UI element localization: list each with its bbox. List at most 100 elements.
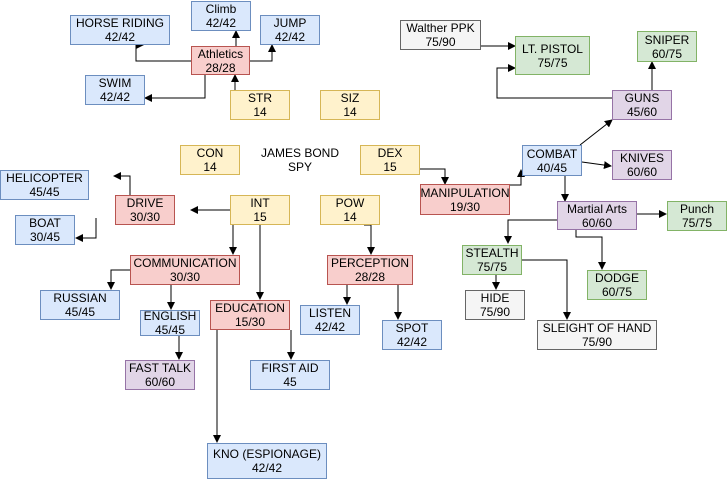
node-guns[interactable]: GUNS 45/60 — [612, 90, 672, 120]
edge-athletics-swim — [144, 75, 206, 102]
node-martial-arts-name: Martial Arts — [566, 201, 627, 216]
node-education[interactable]: EDUCATION 15/30 — [210, 300, 290, 330]
character-role: SPY — [287, 160, 312, 174]
node-spot[interactable]: SPOT 42/42 — [382, 320, 442, 350]
node-lt-pistol[interactable]: LT. PISTOL 75/75 — [515, 36, 590, 75]
node-combat-name: COMBAT — [526, 146, 578, 161]
node-knives-name: KNIVES — [619, 151, 664, 165]
node-dodge[interactable]: DODGE 60/75 — [587, 270, 647, 300]
node-punch-value: 75/75 — [681, 216, 713, 230]
edge-stealth-sleight — [522, 259, 571, 320]
character-name: JAMES BOND — [260, 146, 339, 160]
node-kno-espionage-name: KNO (ESPIONAGE) — [212, 447, 322, 461]
node-listen[interactable]: LISTEN 42/42 — [300, 305, 360, 335]
edge-drive-boat — [75, 218, 97, 242]
node-helicopter[interactable]: HELICOPTER 45/45 — [0, 170, 89, 200]
node-education-name: EDUCATION — [215, 301, 285, 315]
node-helicopter-name: HELICOPTER — [6, 171, 83, 185]
node-hide[interactable]: HIDE 75/90 — [465, 290, 525, 320]
node-russian-name: RUSSIAN — [53, 291, 107, 305]
node-perception[interactable]: PERCEPTION 28/28 — [327, 255, 413, 285]
edge-athletics-jump — [250, 44, 276, 62]
node-listen-name: LISTEN — [308, 306, 351, 320]
node-punch[interactable]: Punch 75/75 — [667, 201, 727, 231]
node-jump[interactable]: JUMP 42/42 — [260, 15, 320, 45]
node-manipulation[interactable]: MANIPULATION 19/30 — [420, 184, 510, 215]
node-stealth-value: 75/75 — [476, 260, 508, 274]
node-dex-name: DEX — [377, 146, 403, 160]
node-communication-value: 30/30 — [169, 270, 201, 284]
node-stealth[interactable]: STEALTH 75/75 — [462, 245, 522, 275]
node-athletics[interactable]: Athletics 28/28 — [191, 46, 250, 75]
node-fast-talk[interactable]: FAST TALK 60/60 — [125, 360, 195, 390]
edge-communication-russian — [107, 269, 130, 290]
node-knives-value: 60/60 — [626, 165, 658, 179]
node-sleight-of-hand[interactable]: SLEIGHT OF HAND 75/90 — [537, 320, 657, 350]
node-walther-ppk[interactable]: Walther PPK 75/90 — [400, 20, 481, 50]
node-str-name: STR — [248, 91, 272, 105]
node-stealth-name: STEALTH — [465, 246, 519, 260]
edge-drive-helicopter — [113, 172, 131, 195]
node-drive-name: DRIVE — [126, 196, 164, 210]
node-walther-ppk-value: 75/90 — [425, 35, 456, 49]
node-horse-riding[interactable]: HORSE RIDING 42/42 — [70, 15, 170, 45]
node-fast-talk-value: 60/60 — [144, 375, 176, 389]
node-swim[interactable]: SWIM 42/42 — [85, 75, 145, 105]
node-str[interactable]: STR 14 — [230, 90, 290, 120]
node-drive[interactable]: DRIVE 30/30 — [115, 195, 175, 225]
edge-manipulation-combat — [510, 169, 525, 186]
node-int[interactable]: INT 15 — [230, 195, 290, 225]
node-climb[interactable]: Climb 42/42 — [191, 1, 251, 31]
node-sniper[interactable]: SNIPER 60/75 — [637, 31, 697, 62]
node-first-aid[interactable]: FIRST AID 45 — [250, 360, 330, 390]
node-siz-value: 14 — [343, 105, 357, 119]
edge-athletics-horse-riding — [135, 41, 191, 62]
node-first-aid-value: 45 — [283, 375, 297, 389]
node-english[interactable]: ENGLISH 45/45 — [140, 309, 200, 337]
character-title: JAMES BOND SPY — [250, 145, 350, 175]
node-hide-value: 75/90 — [479, 305, 511, 319]
edge-pow-perception — [364, 224, 375, 255]
node-guns-name: GUNS — [624, 91, 660, 105]
node-walther-ppk-name: Walther PPK — [406, 21, 475, 35]
node-sleight-of-hand-value: 75/90 — [581, 335, 613, 349]
node-guns-value: 45/60 — [626, 105, 658, 119]
node-combat[interactable]: COMBAT 40/45 — [522, 145, 582, 176]
node-english-name: ENGLISH — [143, 309, 197, 323]
node-kno-espionage[interactable]: KNO (ESPIONAGE) 42/42 — [207, 443, 327, 479]
node-english-value: 45/45 — [154, 323, 186, 337]
node-kno-espionage-value: 42/42 — [251, 461, 283, 475]
node-lt-pistol-name: LT. PISTOL — [522, 41, 583, 56]
node-drive-value: 30/30 — [129, 210, 161, 224]
node-knives[interactable]: KNIVES 60/60 — [612, 150, 672, 180]
node-dodge-value: 60/75 — [601, 285, 633, 299]
node-dex[interactable]: DEX 15 — [360, 145, 420, 175]
node-communication-name: COMMUNICATION — [133, 256, 237, 270]
node-martial-arts[interactable]: Martial Arts 60/60 — [557, 201, 637, 230]
node-int-name: INT — [250, 196, 270, 210]
node-martial-arts-value: 60/60 — [581, 215, 613, 230]
node-manipulation-value: 19/30 — [449, 199, 481, 214]
node-russian[interactable]: RUSSIAN 45/45 — [40, 290, 120, 320]
node-sniper-value: 60/75 — [651, 46, 683, 61]
node-sniper-name: SNIPER — [644, 32, 690, 47]
node-swim-name: SWIM — [98, 76, 132, 90]
node-siz-name: SIZ — [340, 91, 360, 105]
node-boat[interactable]: BOAT 30/45 — [15, 215, 75, 245]
node-dex-value: 15 — [383, 160, 397, 174]
edge-martial-arts-stealth — [504, 219, 557, 244]
node-siz[interactable]: SIZ 14 — [320, 90, 380, 120]
node-helicopter-value: 45/45 — [29, 185, 60, 199]
node-horse-riding-value: 42/42 — [104, 30, 136, 44]
node-lt-pistol-value: 75/75 — [537, 55, 568, 70]
node-con[interactable]: CON 14 — [180, 145, 240, 175]
node-fast-talk-name: FAST TALK — [128, 361, 192, 375]
node-boat-name: BOAT — [29, 216, 61, 230]
node-climb-name: Climb — [205, 2, 237, 16]
node-spot-name: SPOT — [395, 321, 429, 335]
node-communication[interactable]: COMMUNICATION 30/30 — [130, 255, 240, 285]
node-pow[interactable]: POW 14 — [320, 195, 380, 225]
node-spot-value: 42/42 — [396, 335, 428, 349]
node-climb-value: 42/42 — [205, 16, 237, 30]
node-pow-name: POW — [335, 196, 365, 210]
